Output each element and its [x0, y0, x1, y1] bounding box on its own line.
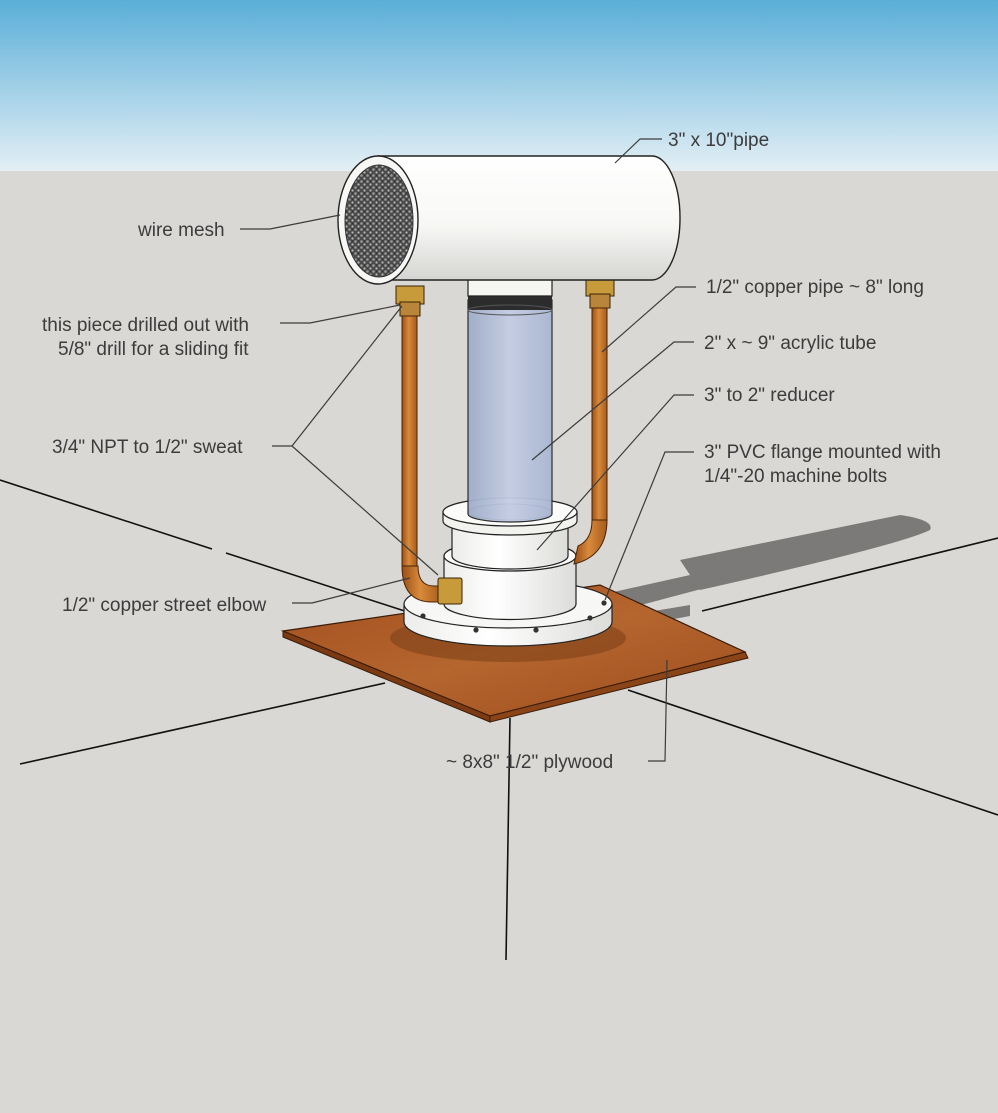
acrylic-tube: [467, 294, 553, 523]
right-copper-pipe: [573, 279, 615, 565]
label-wire-mesh: wire mesh: [137, 220, 225, 241]
main-pipe: [337, 155, 681, 285]
wire-mesh-screen: [344, 164, 414, 278]
label-flange-line2: 1/4"-20 machine bolts: [704, 466, 887, 487]
label-plywood: ~ 8x8" 1/2" plywood: [446, 752, 613, 773]
axis-lines: [0, 479, 998, 961]
label-pipe: 3" x 10"pipe: [668, 130, 769, 151]
leader-lines: [240, 138, 696, 762]
sky: [0, 0, 998, 171]
label-flange-line1: 3" PVC flange mounted with: [704, 442, 941, 463]
label-reducer: 3" to 2" reducer: [704, 385, 835, 406]
label-drilled-line1: this piece drilled out with: [42, 315, 249, 336]
label-drilled-line2: 5/8" drill for a sliding fit: [58, 339, 249, 360]
label-acrylic-tube: 2" x ~ 9" acrylic tube: [704, 333, 876, 354]
label-npt-sweat: 3/4" NPT to 1/2" sweat: [52, 437, 243, 458]
label-copper-pipe: 1/2" copper pipe ~ 8" long: [706, 277, 924, 298]
left-copper-pipe: [395, 285, 463, 605]
label-street-elbow: 1/2" copper street elbow: [62, 595, 267, 616]
